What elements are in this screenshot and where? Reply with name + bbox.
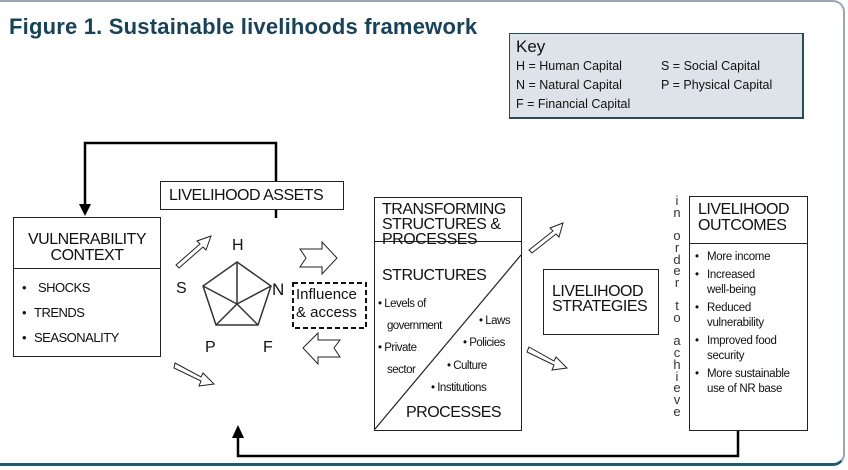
arrow-ts-to-strategies-down <box>526 346 569 371</box>
outcomes-header: LIVELIHOOD OUTCOMES <box>690 197 807 244</box>
structures-processes-divider <box>374 254 522 430</box>
key-item-physical: P = Physical Capital <box>661 78 773 92</box>
vulnerability-item: SHOCKS <box>22 275 160 300</box>
connector-letter: r <box>674 239 680 255</box>
connector-letter: e <box>673 380 681 396</box>
transforming-header: TRANSFORMING STRUCTURES & PROCESSES <box>375 198 521 248</box>
arrow-vuln-to-assets <box>175 235 212 269</box>
processes-label: PROCESSES <box>406 404 502 421</box>
connector-letter: i <box>675 193 679 208</box>
arrow-assets-to-ts <box>299 240 338 276</box>
livelihood-assets-title: LIVELIHOOD ASSETS <box>160 181 344 210</box>
structures-label: STRUCTURES <box>382 267 487 284</box>
connector-letter: n <box>673 204 681 220</box>
processes-item: • Culture <box>447 360 487 372</box>
connector-letter: h <box>673 356 681 372</box>
vulnerability-item: TRENDS <box>22 300 160 325</box>
structures-item: • Levels of <box>378 298 426 310</box>
connector-letter: o <box>673 310 681 326</box>
transforming-structures-box: TRANSFORMING STRUCTURES & PROCESSES STRU… <box>374 197 522 431</box>
influence-line1: Influence <box>296 286 357 303</box>
pentagon-label-f: F <box>263 339 273 356</box>
livelihood-strategies-box: LIVELIHOOD STRATEGIES <box>543 269 659 335</box>
vulnerability-list: SHOCKS TRENDS SEASONALITY <box>14 269 160 350</box>
connector-letter: a <box>673 333 681 349</box>
outcomes-title-line2: OUTCOMES <box>698 217 787 234</box>
connector-letter: t <box>675 298 679 314</box>
feedback-arrowhead-down <box>79 204 91 216</box>
transforming-title-line2: STRUCTURES & <box>382 216 501 233</box>
pentagon-label-n: N <box>272 280 285 299</box>
key-item-human: H = Human Capital <box>516 59 622 73</box>
connector-letter: c <box>673 345 681 361</box>
connector-letter: v <box>673 391 681 407</box>
strategies-line2: STRATEGIES <box>552 298 648 315</box>
structures-list: • Levels of government • Private sector <box>378 293 442 381</box>
vulnerability-title-line1: VULNERABILITY <box>28 231 146 248</box>
outcomes-title-line1: LIVELIHOOD <box>698 201 790 218</box>
arrow-ts-to-assets <box>302 331 341 366</box>
vulnerability-title-line2: CONTEXT <box>50 247 124 264</box>
key-item-social: S = Social Capital <box>661 59 761 73</box>
influence-line2: & access <box>296 304 357 321</box>
figure-title: Figure 1. Sustainable livelihoods framew… <box>9 14 478 39</box>
key-box: Key H = Human Capital S = Social Capital… <box>509 33 804 119</box>
connector-letter: d <box>673 251 681 267</box>
vulnerability-context-box: VULNERABILITY CONTEXT SHOCKS TRENDS SEAS… <box>13 217 161 357</box>
influence-box-border <box>292 282 367 329</box>
key-item-financial: F = Financial Capital <box>516 97 631 111</box>
vulnerability-header: VULNERABILITY CONTEXT <box>14 218 160 269</box>
structures-item: • Private <box>378 342 417 354</box>
connector-letter: i <box>675 368 679 384</box>
livelihood-outcomes-box: LIVELIHOOD OUTCOMES More income Increase… <box>689 196 808 431</box>
structures-item-cont: government <box>387 320 442 332</box>
structures-item-cont: sector <box>387 364 416 376</box>
processes-item: • Policies <box>463 337 505 349</box>
key-item-natural: N = Natural Capital <box>516 78 622 92</box>
feedback-arrowhead-up <box>232 425 244 438</box>
feedback-line-bottom <box>236 430 740 458</box>
transforming-title-line1: TRANSFORMING <box>382 201 506 218</box>
processes-item: • Institutions <box>431 382 487 394</box>
connector-letter: e <box>673 263 681 279</box>
processes-item: • Laws <box>479 315 511 327</box>
outcomes-item: More income <box>695 250 807 265</box>
connector-letter: r <box>674 274 680 290</box>
pentagon-label-h: H <box>232 237 244 254</box>
asset-pentagon <box>202 261 272 326</box>
connector-letter: o <box>673 228 681 244</box>
arrow-vuln-to-bottom <box>173 362 216 387</box>
strategies-line1: LIVELIHOOD <box>552 283 644 300</box>
key-heading: Key <box>516 37 546 56</box>
influence-access-label: Influence & access <box>296 286 366 322</box>
vulnerability-item: SEASONALITY <box>22 325 160 350</box>
pentagon-label-s: S <box>176 280 187 297</box>
transforming-title-line3: PROCESSES <box>382 231 478 248</box>
arrow-ts-to-strategies-up <box>528 222 564 254</box>
connector-letter: e <box>673 403 681 419</box>
pentagon-label-p: P <box>205 339 216 356</box>
feedback-line-top <box>83 141 278 218</box>
